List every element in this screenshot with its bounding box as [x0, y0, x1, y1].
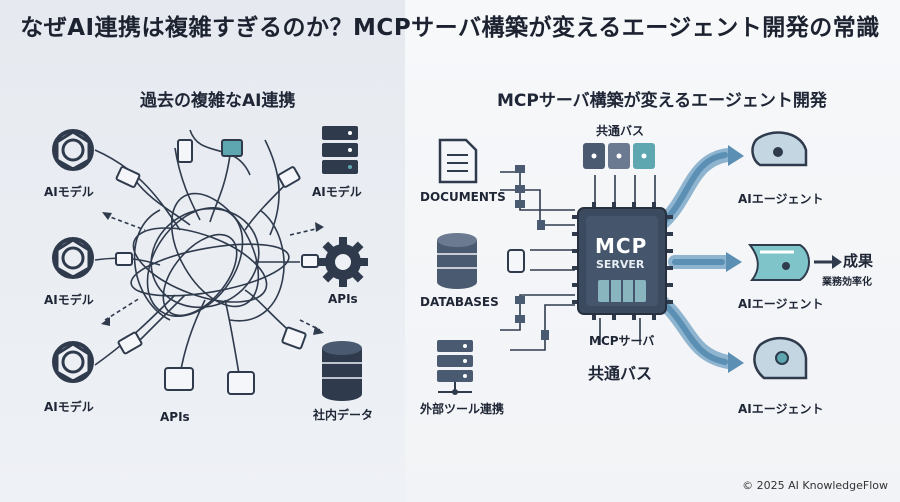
label-efficiency: 業務効率化	[822, 277, 872, 288]
documents-icon	[438, 138, 478, 184]
chip-title: MCP	[595, 234, 648, 258]
label-external-tools: 外部ツール連携	[420, 402, 505, 416]
label-ai-model-1: AIモデル	[44, 185, 94, 199]
legacy-integration-illustration	[52, 126, 368, 401]
internal-data-database-icon	[322, 341, 362, 401]
label-mcp-server: MCPサーバ	[589, 334, 655, 348]
label-ai-model-2: AIモデル	[44, 293, 94, 307]
copyright: © 2025 AI KnowledgeFlow	[742, 479, 888, 492]
ai-agent-icon-3	[753, 336, 808, 380]
result-arrow-icon	[814, 255, 842, 269]
label-ai-agent-2: AIエージェント	[738, 297, 824, 311]
chip-subtitle: SERVER	[596, 258, 645, 271]
left-section-title: 過去の複雑なAI連携	[140, 91, 296, 111]
label-apis-right: APIs	[328, 292, 358, 306]
label-shared-bus-top: 共通バス	[596, 124, 645, 138]
external-tools-server-icon	[437, 340, 473, 395]
label-documents: DOCUMENTS	[420, 190, 506, 204]
label-result: 成果	[843, 252, 874, 270]
gear-icon	[318, 237, 368, 287]
mcp-server-chip	[577, 207, 667, 315]
label-internal-data: 社内データ	[313, 408, 374, 422]
label-ai-agent-3: AIエージェント	[738, 402, 824, 416]
ai-agent-icon-2	[747, 244, 810, 281]
label-shared-bus-bottom: 共通バス	[588, 364, 653, 383]
ai-model-server-icon	[322, 126, 358, 174]
databases-icon	[437, 233, 477, 289]
label-ai-agent-1: AIエージェント	[738, 192, 824, 206]
label-databases: DATABASES	[420, 295, 499, 309]
main-title: なぜAI連携は複雑すぎるのか？MCPサーバ構築が変えるエージェント開発の常識	[20, 15, 880, 41]
label-apis-bottom: APIs	[160, 410, 190, 424]
label-ai-model-right: AIモデル	[312, 185, 362, 199]
ai-agent-icon-1	[751, 131, 808, 167]
label-ai-model-3: AIモデル	[44, 400, 94, 414]
shared-bus-connectors-top	[583, 143, 655, 169]
right-section-title: MCPサーバ構築が変えるエージェント開発	[497, 91, 827, 111]
